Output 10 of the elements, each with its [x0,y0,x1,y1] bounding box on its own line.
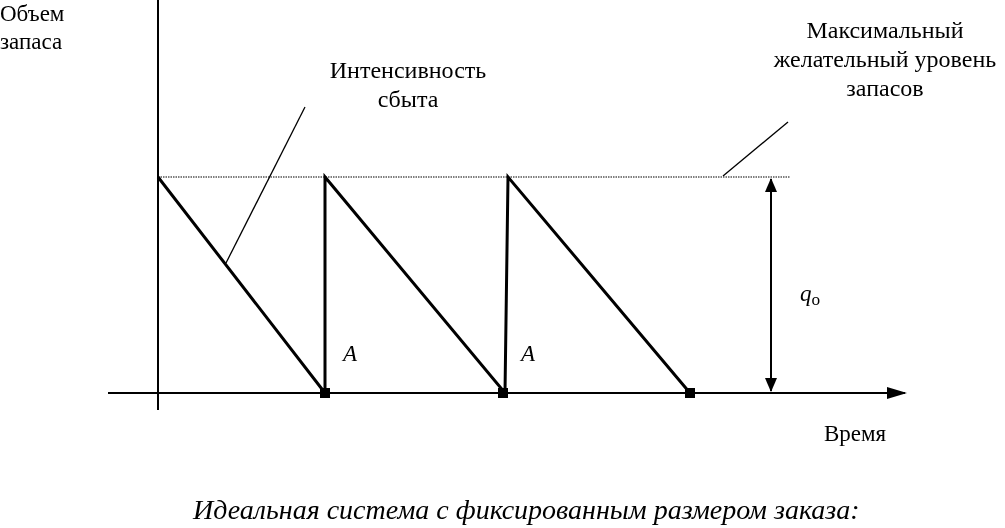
callout-text: Максимальный желательный уровень запасов [772,16,998,103]
leader-line [225,106,306,264]
callout-text: Интенсивность сбыта [328,56,488,114]
quantity-label: q$_{o}$ [800,280,821,308]
axis-label: Время [824,420,887,448]
point-label: A [521,340,536,368]
leader-line [722,121,789,177]
caption: Идеальная система с фиксированным размером заказа: [193,494,860,526]
axis-label: Объем запаса [0,0,66,56]
point-label: A [343,340,358,368]
